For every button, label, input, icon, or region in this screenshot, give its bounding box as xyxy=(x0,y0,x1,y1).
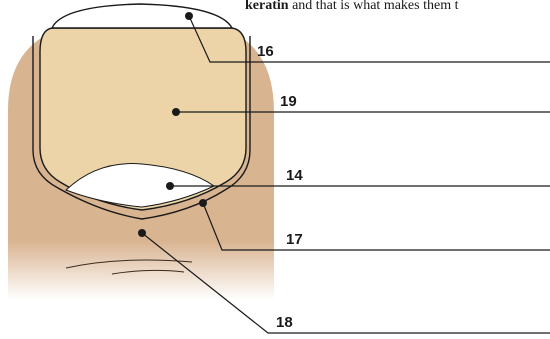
free-edge xyxy=(52,4,232,28)
label-cuticle: 17 xyxy=(286,231,303,248)
label-free-edge: 16 xyxy=(257,43,274,60)
label-nail-fold: 18 xyxy=(276,314,293,331)
label-nail-plate: 19 xyxy=(280,93,297,110)
callout-dot-free-edge xyxy=(185,12,193,20)
label-lunula: 14 xyxy=(286,167,303,184)
